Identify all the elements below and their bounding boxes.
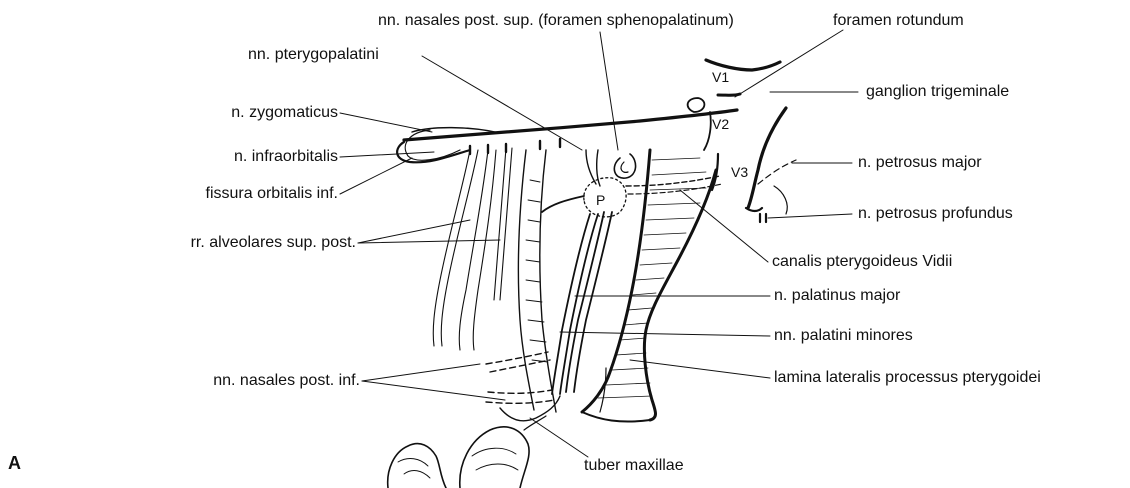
- leader-nn-nasales-post-inf-2: [362, 381, 505, 400]
- petrosus-profundus-nerve: [746, 208, 766, 222]
- label-rr-alveolares-sup-post: rr. alveolares sup. post.: [100, 234, 356, 252]
- palatine-nerves: [542, 196, 612, 394]
- label-v3: V3: [731, 163, 748, 181]
- v2-bracket: [704, 112, 711, 150]
- lamina-bottom: [582, 412, 650, 422]
- label-ganglion-p: P: [596, 191, 605, 209]
- leader-rr-alveolares-2: [358, 240, 500, 243]
- foramen-rotundum-ring: [688, 98, 705, 112]
- label-nn-palatini-minores: nn. palatini minores: [774, 327, 913, 345]
- label-ganglion-trigeminale: ganglion trigeminale: [866, 83, 1009, 101]
- leader-n-infraorbitalis: [340, 152, 434, 157]
- maxilla-outline-right: [540, 150, 556, 412]
- petrosus-curve: [774, 186, 787, 214]
- lamina-front-edge: [582, 150, 650, 412]
- leader-nn-nasales-post-inf-1: [362, 364, 480, 381]
- label-n-palatinus-major: n. palatinus major: [774, 287, 900, 305]
- label-tuber-maxillae: tuber maxillae: [584, 457, 684, 475]
- nerve-trunk: [397, 110, 737, 162]
- alveolar-branches: [433, 148, 512, 350]
- label-n-petrosus-major: n. petrosus major: [858, 154, 982, 172]
- trunk-ticks: [470, 139, 560, 154]
- teeth: [388, 416, 546, 488]
- figure-letter: A: [8, 454, 21, 472]
- palatinus-major-nerve: [566, 212, 604, 392]
- branch-left: [542, 196, 584, 212]
- ganglion-loop-inner: [621, 162, 628, 172]
- tooth-1-detail: [398, 459, 430, 478]
- label-fissura-orbitalis-inf: fissura orbitalis inf.: [120, 185, 338, 203]
- v1-to-trunk: [718, 94, 740, 95]
- label-canalis-pterygoideus-vidii: canalis pterygoideus Vidii: [772, 253, 952, 271]
- palatini-minores-nerve: [552, 214, 590, 394]
- tooth-2: [460, 427, 529, 488]
- label-n-petrosus-profundus: n. petrosus profundus: [858, 205, 1013, 223]
- leader-n-zygomaticus: [340, 113, 432, 132]
- label-lamina-lateralis: lamina lateralis processus pterygoidei: [774, 369, 1041, 387]
- tooth-1: [388, 444, 446, 488]
- tuber-outline: [500, 396, 560, 421]
- label-nn-nasales-post-sup: nn. nasales post. sup. (foramen sphenopa…: [378, 12, 734, 30]
- maxillary-nerve: [404, 110, 737, 140]
- nasales-inf-dashes: [486, 352, 554, 403]
- petrosus-major-nerve: [758, 160, 796, 184]
- palatini-minores-nerve-2: [560, 214, 598, 394]
- label-n-infraorbitalis: n. infraorbitalis: [150, 148, 338, 166]
- maxilla-shading-1: [526, 180, 548, 362]
- label-v1: V1: [712, 68, 729, 86]
- ganglion-root-2: [586, 150, 596, 184]
- ganglion-edge: [748, 108, 786, 208]
- label-nn-nasales-post-inf: nn. nasales post. inf.: [100, 372, 360, 390]
- label-v2: V2: [712, 115, 729, 133]
- leader-nn-nasales-post-sup: [600, 32, 618, 150]
- leader-canalis-pterygoideus: [680, 190, 768, 262]
- trigeminal-branches: [688, 60, 796, 222]
- ganglion-root-1: [597, 150, 600, 186]
- lamina-back-edge: [644, 170, 716, 420]
- leader-n-petrosus-profundus: [768, 214, 852, 218]
- leader-lamina-lateralis: [630, 360, 770, 378]
- leader-tuber-maxillae: [530, 418, 588, 457]
- label-nn-pterygopalatini: nn. pterygopalatini: [248, 46, 379, 64]
- tooth-2-detail: [472, 448, 518, 470]
- label-foramen-rotundum: foramen rotundum: [833, 12, 964, 30]
- pterygoid-canal-nerve: [626, 176, 720, 186]
- palatinus-major-nerve-2: [574, 212, 612, 392]
- leader-fissura-orbitalis: [340, 158, 412, 194]
- ganglion-loop: [614, 154, 635, 178]
- leader-nn-palatini-minores: [560, 332, 770, 336]
- leader-foramen-rotundum: [735, 30, 843, 97]
- label-n-zygomaticus: n. zygomaticus: [170, 104, 338, 122]
- maxilla: [486, 150, 560, 421]
